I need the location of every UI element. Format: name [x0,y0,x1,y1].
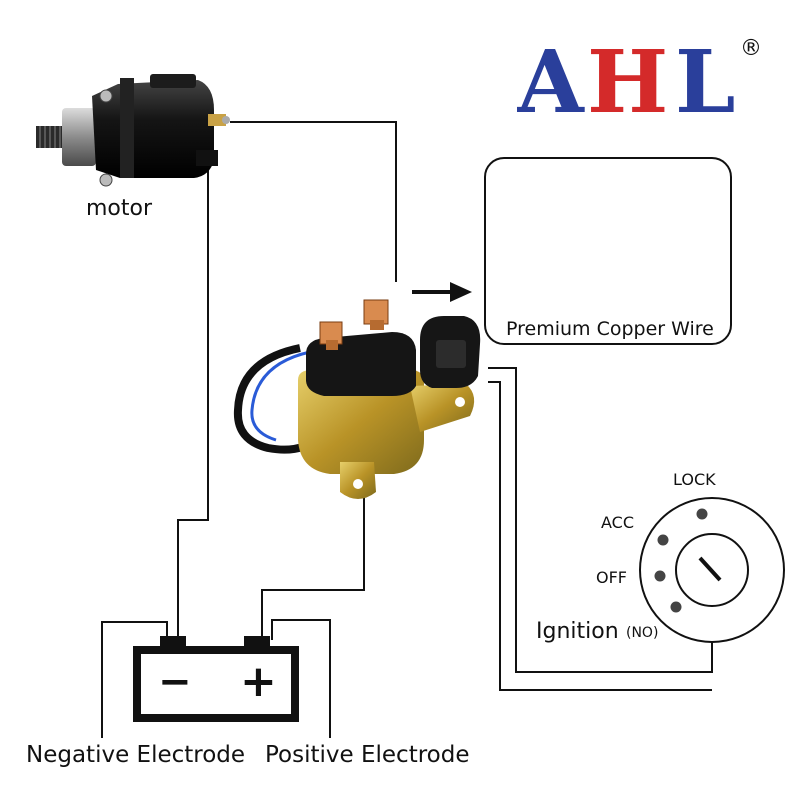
ahl-logo: A H L [517,36,735,118]
wire-motor-to-negative [177,158,209,640]
motor-label: motor [86,196,153,221]
positive-electrode-label: Positive Electrode [265,742,470,768]
negative-electrode-label: Negative Electrode [26,742,246,768]
wire-solenoid-to-positive [261,496,365,640]
wire-ignition-b [488,381,712,691]
lock-label: LOCK [673,470,716,489]
off-label: OFF [596,568,627,587]
logo-letter-a: A [517,36,585,118]
acc-label: ACC [601,513,635,532]
solenoid-relay [233,299,481,499]
wire-positive-electrode [271,619,331,738]
wire-negative-electrode [101,621,168,738]
ignition-switch [639,497,785,643]
logo-letter-l: L [675,36,735,118]
battery-minus-symbol: − [158,659,192,705]
battery [133,636,299,722]
wire-ignition-a [488,367,713,673]
ignition-label: Ignition [536,619,619,644]
copper-wire-label: Premium Copper Wire [506,318,714,340]
logo-letter-h: H [587,36,668,118]
ignition-dot-start [670,601,682,613]
wires [101,121,713,738]
ignition-note: (NO) [626,625,659,641]
starter-motor [36,74,230,187]
ignition-dot-lock [696,508,708,520]
ignition-dot-acc [657,534,669,546]
ignition-dot-off [654,570,666,582]
battery-plus-symbol: + [240,656,277,707]
callout-arrow [412,282,472,302]
wire-motor-to-solenoid [230,121,397,282]
registered-mark: ® [740,36,762,61]
copper-wire-callout [484,157,732,345]
